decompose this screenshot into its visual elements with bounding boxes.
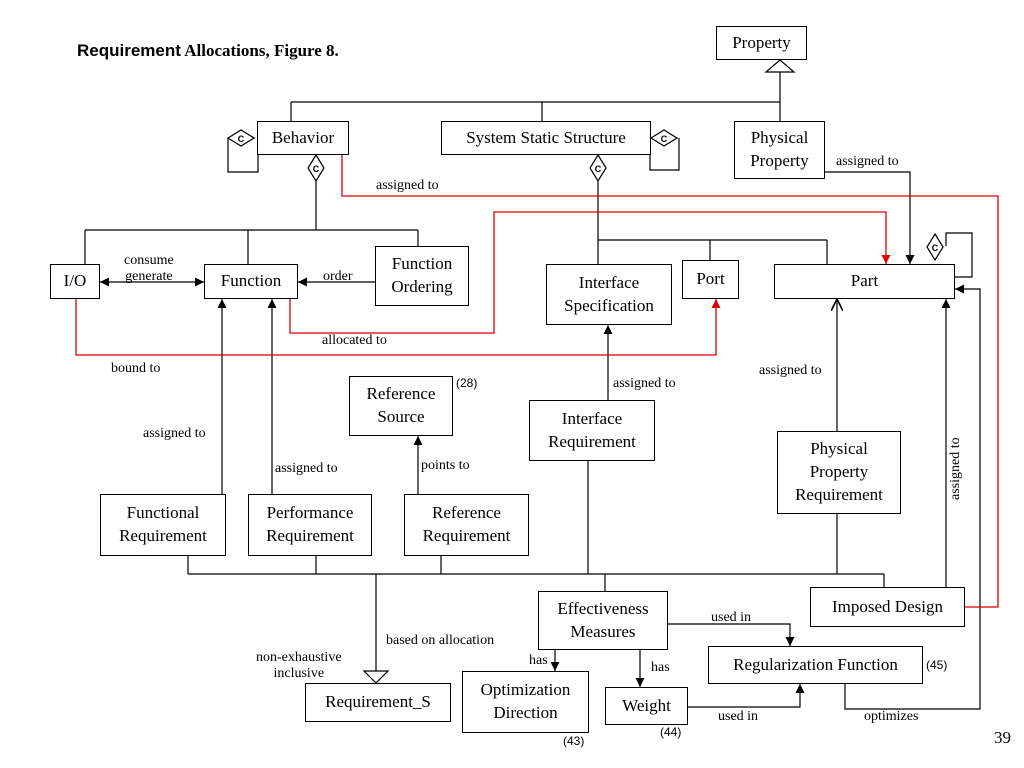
label-based-on-allocation: based on allocation xyxy=(386,633,495,648)
node-io[interactable]: I/O xyxy=(50,264,100,299)
label-assigned-to: assigned to xyxy=(759,363,822,378)
node-port[interactable]: Port xyxy=(682,260,739,299)
node-regularization-function[interactable]: Regularization Function xyxy=(708,646,923,684)
label-used-in: used in xyxy=(718,709,759,724)
node-part[interactable]: Part xyxy=(774,264,955,299)
generalization-triangle-property xyxy=(764,59,796,73)
note-43: (43) xyxy=(563,734,585,748)
connector xyxy=(688,684,805,708)
label-non-exhaustive-inclusive: non-exhaustive inclusive xyxy=(256,650,342,682)
node-interface-specification[interactable]: Interface Specification xyxy=(546,264,672,325)
part-self-loop xyxy=(945,232,973,278)
node-requirement-s[interactable]: Requirement_S xyxy=(305,683,451,722)
label-assigned-to: assigned to xyxy=(275,461,338,476)
title-bold: Requirement xyxy=(77,41,181,60)
node-physical-property[interactable]: Physical Property xyxy=(734,121,825,179)
label-assigned-to: assigned to xyxy=(613,376,676,391)
node-imposed-design[interactable]: Imposed Design xyxy=(810,587,965,627)
node-system-static-structure[interactable]: System Static Structure xyxy=(441,121,651,155)
note-28: (28) xyxy=(456,376,478,390)
label-optimizes: optimizes xyxy=(864,709,919,724)
node-functional-requirement[interactable]: Functional Requirement xyxy=(100,494,226,556)
note-45: (45) xyxy=(926,658,948,672)
node-interface-requirement[interactable]: Interface Requirement xyxy=(529,400,655,461)
composition-diamond-behavior xyxy=(307,153,325,183)
label-assigned-to: assigned to xyxy=(143,426,206,441)
label-points-to: points to xyxy=(421,458,470,473)
behavior-assigned-to-part-connector xyxy=(341,155,999,608)
composition-diamond-part xyxy=(926,232,944,262)
label-assigned-to: assigned to xyxy=(836,154,899,169)
node-property[interactable]: Property xyxy=(716,26,807,60)
composition-diamond-sss-right xyxy=(649,129,679,147)
sss-self-loop xyxy=(649,138,680,171)
composition-diamond-behavior-left xyxy=(226,129,256,147)
connector xyxy=(668,623,795,646)
node-function[interactable]: Function xyxy=(204,264,298,299)
node-reference-requirement[interactable]: Reference Requirement xyxy=(404,494,529,556)
node-optimization-direction[interactable]: Optimization Direction xyxy=(462,671,589,733)
node-function-ordering[interactable]: Function Ordering xyxy=(375,246,469,306)
composition-diamond-sss xyxy=(589,153,607,183)
node-weight[interactable]: Weight xyxy=(605,687,688,725)
label-has: has xyxy=(529,653,548,668)
label-consume-generate: consume generate xyxy=(124,253,174,285)
label-used-in: used in xyxy=(711,610,752,625)
c-mark: C xyxy=(238,134,245,144)
node-effectiveness-measures[interactable]: Effectiveness Measures xyxy=(538,591,668,650)
node-physical-property-requirement[interactable]: Physical Property Requirement xyxy=(777,431,901,514)
page-number: 39 xyxy=(994,728,1011,747)
node-reference-source[interactable]: Reference Source xyxy=(349,376,453,436)
c-mark: C xyxy=(932,243,939,253)
title-rest: Allocations, Figure 8. xyxy=(184,41,339,60)
label-allocated-to: allocated to xyxy=(322,333,387,348)
label-has: has xyxy=(651,660,670,675)
page-title: Requirement Allocations, Figure 8. xyxy=(77,41,339,61)
c-mark: C xyxy=(595,164,602,174)
function-allocated-to-part-connector xyxy=(289,211,891,334)
label-order: order xyxy=(323,269,353,284)
io-bound-to-port-connector xyxy=(75,299,721,356)
c-mark: C xyxy=(313,164,320,174)
label-assigned-to: assigned to xyxy=(376,178,439,193)
node-performance-requirement[interactable]: Performance Requirement xyxy=(248,494,372,556)
label-assigned-to-vertical: assigned to xyxy=(948,437,963,500)
c-mark: C xyxy=(661,134,668,144)
node-behavior[interactable]: Behavior xyxy=(257,121,349,155)
note-44: (44) xyxy=(660,725,682,739)
connector xyxy=(844,284,981,710)
generalization-triangle-requirement xyxy=(362,670,390,684)
connector xyxy=(825,171,915,264)
label-bound-to: bound to xyxy=(111,361,161,376)
